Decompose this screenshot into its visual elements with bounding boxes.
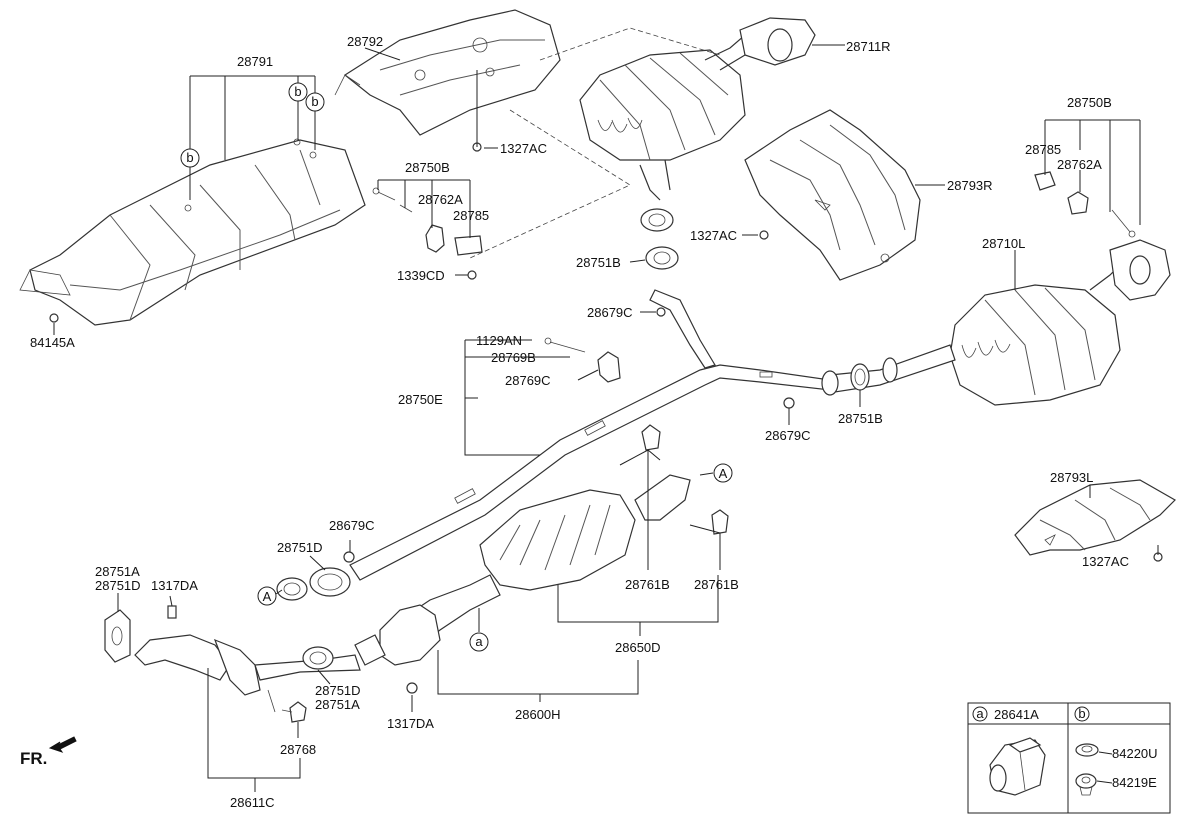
callout-circles: b b b a A A [180,82,733,652]
callout-a-1: a [475,634,483,649]
label-28761B-a: 28761B [625,577,670,592]
label-28769C: 28769C [505,373,551,388]
callout-A-2: A [719,466,728,481]
label-1327AC-c: 1327AC [1082,554,1129,569]
fasteners [49,142,1163,694]
label-1317DA-b: 1317DA [387,716,434,731]
front-arrow-icon [48,736,77,753]
label-28751D-b: 28751D [95,578,141,593]
legend-b-code: b [1078,706,1085,721]
label-1129AN: 1129AN [476,333,522,348]
label-28751D-a: 28751D [277,540,323,555]
front-pipe-28600H [354,474,691,666]
muffler-28710L [949,239,1171,406]
label-28769B: 28769B [491,350,536,365]
label-28751A-a: 28751A [95,564,140,579]
label-28785-top: 28785 [453,208,489,223]
label-28762A-top: 28762A [418,192,463,207]
callout-b-1: b [186,150,193,165]
label-28793L: 28793L [1050,470,1093,485]
label-28762A-right: 28762A [1057,157,1102,172]
callout-b-3: b [311,94,318,109]
label-28751A-b: 28751A [315,697,360,712]
label-28751B-a: 28751B [576,255,621,270]
label-28679C-a: 28679C [587,305,633,320]
gaskets [276,208,898,670]
callout-b-2: b [294,84,301,99]
muffler-28711R [579,17,816,201]
label-28751D-c: 28751D [315,683,361,698]
orientation-indicator: FR. [20,736,77,768]
fr-label: FR. [20,749,47,768]
heat-protector-28791 [19,138,366,326]
clip-84219E-drawing [1075,773,1097,796]
label-28600H: 28600H [515,707,561,722]
part-labels: 28791 28792 28711R 1327AC 28750B 28762A … [30,34,1129,810]
clamp-28641A-drawing [989,737,1046,796]
label-1327AC-b: 1327AC [690,228,737,243]
label-28768: 28768 [280,742,316,757]
label-28761B-b: 28761B [694,577,739,592]
hangers [289,171,1089,723]
label-28750E: 28750E [398,392,443,407]
front-pipe-28611C [104,609,361,696]
label-28751B-b: 28751B [838,411,883,426]
callout-A-1: A [263,589,272,604]
legend-a-part: 28641A [994,707,1039,722]
legend-box: a 28641A b 84220U 84219E [967,702,1171,814]
leader-lines [53,27,1159,792]
label-28710L: 28710L [982,236,1025,251]
label-28611C: 28611C [230,795,275,810]
label-28750B-right: 28750B [1067,95,1112,110]
label-28679C-b: 28679C [765,428,811,443]
legend-b-part-1: 84220U [1112,746,1158,761]
heat-protector-28793L [1014,479,1176,556]
label-1327AC-a: 1327AC [500,141,547,156]
label-28792: 28792 [347,34,383,49]
label-28750B-top: 28750B [405,160,450,175]
heat-protector-28793R [744,109,921,281]
legend-a-code: a [976,706,984,721]
label-28679C-c: 28679C [329,518,375,533]
label-28793R: 28793R [947,178,993,193]
label-28785-right: 28785 [1025,142,1061,157]
label-84145A: 84145A [30,335,75,350]
label-28711R: 28711R [846,39,891,54]
washer-84220U-drawing [1075,743,1099,757]
heat-protector-28792 [334,9,561,136]
label-1317DA-a: 1317DA [151,578,198,593]
legend-b-part-2: 84219E [1112,775,1157,790]
label-28650D: 28650D [615,640,661,655]
label-28791: 28791 [237,54,273,69]
label-1339CD: 1339CD [397,268,445,283]
